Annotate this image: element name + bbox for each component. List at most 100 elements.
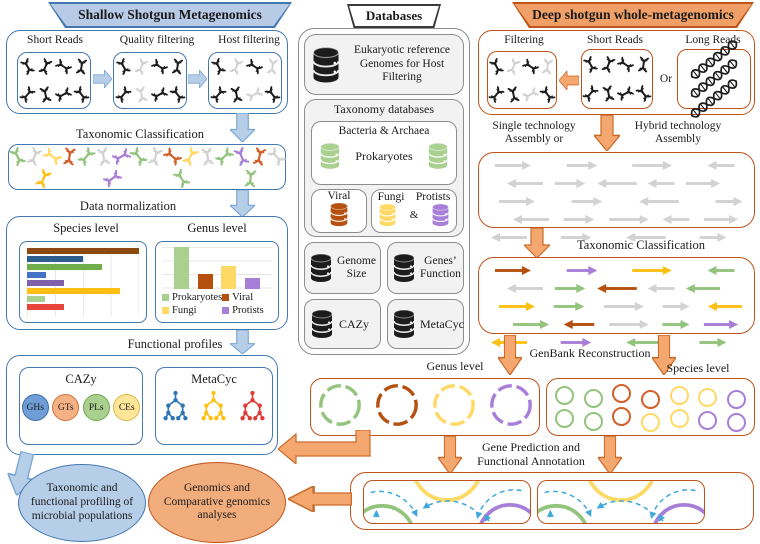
long-read-dna-icon [687,36,742,84]
dna-icon [267,146,286,166]
pathway-tree-icon [200,388,227,430]
dna-icon [264,58,281,75]
contig-arrow-icon [565,262,599,280]
contig-arrow-icon [607,316,651,334]
functional-profiles-label: Functional profiles [127,337,223,351]
shallow-banner: Shallow Shotgun Metagenomics [48,2,292,28]
dna-icon [115,58,131,76]
dna-icon [633,83,654,104]
contig-arrow-icon [630,262,674,280]
read-arrow-icon [499,302,535,311]
genome-circle-icon [640,413,660,433]
arrow-down-icon [652,335,676,375]
dna-icon [198,146,217,165]
database-cylinder [393,253,415,282]
dna-icon [210,85,226,103]
contig-arrow-icon [511,211,551,229]
arrow-down-icon [230,113,255,142]
dna-icon [112,84,133,105]
read-arrow-icon [707,161,735,170]
arrow-down-icon [524,228,550,258]
contig-arrow-icon [553,280,587,298]
deep-filtering-dna-box [487,51,557,109]
dna-icon [73,58,90,75]
dna-icon [35,57,55,77]
deep-species-level-label: Species level [666,361,730,375]
quality-filtering-dna-box [113,52,187,109]
cazy-title: CAZy [65,372,97,386]
bacteria-archaea-label: Bacteria & Archaea [338,125,430,137]
dna-icon [601,56,616,73]
dna-icon [166,84,187,105]
contig-arrow-icon [684,175,722,193]
contig-arrow-icon [624,229,668,247]
dna-icon [486,56,506,76]
contig-arrow-icon [595,175,639,193]
dna-icon [580,83,601,104]
dna-icon [522,86,539,102]
metacyc-db-label: MetaCyc [420,316,464,331]
contig-arrow-icon [698,229,728,247]
genes-function-db-box: Genes’ Function [387,242,464,294]
bar [27,272,47,278]
dna-icon [505,85,523,103]
arrow-down-icon [230,190,255,217]
genbank-reconstruction-label: GenBank Reconstruction [529,346,651,360]
pathway-tree-icon [240,390,265,421]
contig-arrow-icon [624,334,668,352]
arrow-down-icon [594,115,620,151]
dna-icon [241,169,259,187]
dna-icon [75,144,99,168]
long-read-dna-icon [687,55,742,103]
dna-icon [42,147,62,165]
dna-icon [38,58,52,76]
read-arrow-icon [639,197,679,206]
read-arrow-icon [495,161,531,170]
contig-arrow-icon [562,316,596,334]
database-cylinder [379,203,397,227]
dna-icon [17,57,37,77]
dna-icon [150,59,168,75]
cazy-category-circle: CEs [113,394,141,421]
contig-arrow-icon [714,193,744,211]
dna-icon [506,57,521,75]
cazy-db-label: CAZy [339,316,369,331]
taxonomic-profiling-oval: Taxonomic and functional profiling of mi… [18,464,146,542]
dna-icon [32,167,55,190]
read-arrow-icon [566,161,597,170]
dna-icon [115,85,131,103]
dna-icon [244,56,265,77]
genome-size-label: Genome Size [337,254,376,280]
dna-icon [520,84,540,104]
assembly-contigs-box [478,152,755,242]
dna-strand-icon [690,40,738,79]
database-icon [392,309,416,339]
dna-icon [539,58,556,75]
fungi-protists-db-box: Fungi Protists & [371,189,457,233]
contig-arrow-icon [706,157,736,175]
dna-icon [266,58,278,75]
contig-arrow-icon [505,175,545,193]
read-arrow-icon [554,179,586,188]
dna-icon [486,83,507,104]
prokaryotes-label: Prokaryotes [355,148,413,163]
read-arrow-icon [699,338,727,347]
contig-arrow-icon [497,298,537,316]
dna-icon [537,83,558,104]
dna-icon [110,145,133,168]
database-icon [311,46,341,84]
arrow-left-icon [288,486,352,512]
arrow-down-icon [598,436,622,474]
read-arrow-icon [608,215,649,224]
read-arrow-icon [513,215,549,224]
genome-circle-icon [612,407,632,427]
dna-icon [35,168,52,188]
pathway-tree-icon [162,388,189,430]
databases-banner: Databases [347,4,441,28]
database-cylinder [431,203,449,227]
dna-icon [40,144,64,168]
metacyc-box: MetaCyc [155,367,273,445]
dna-icon [489,57,504,75]
